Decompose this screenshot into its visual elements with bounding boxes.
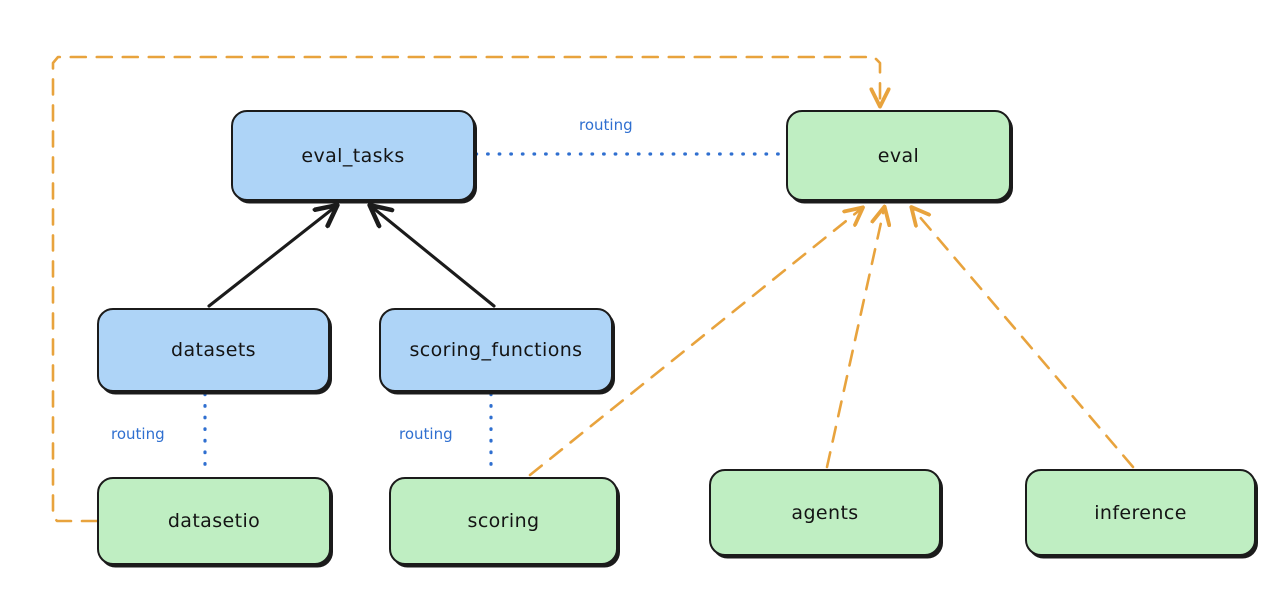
edge-scoring_functions-to-eval_tasks — [372, 207, 496, 308]
node-inference[interactable]: inference — [1025, 469, 1256, 556]
node-label-datasets: datasets — [171, 339, 256, 361]
edge-inference-to-eval — [913, 209, 1135, 469]
node-label-datasetio: datasetio — [167, 510, 261, 532]
node-scoring[interactable]: scoring — [389, 477, 618, 565]
node-label-inference: inference — [1094, 501, 1187, 524]
edge-label-routing-eval_tasks-eval: routing — [579, 116, 633, 134]
node-eval[interactable]: eval — [786, 110, 1011, 201]
node-label-scoring: scoring — [467, 510, 540, 532]
node-eval_tasks[interactable]: eval_tasks — [231, 110, 475, 201]
node-agents[interactable]: agents — [709, 469, 941, 556]
edge-datasets-to-eval_tasks — [207, 207, 335, 308]
edge-agents-to-eval — [825, 209, 884, 469]
node-scoring_functions[interactable]: scoring_functions — [379, 308, 613, 392]
node-datasets[interactable]: datasets — [97, 308, 330, 392]
edge-label-routing-datasets-datasetio: routing — [111, 425, 165, 443]
node-label-eval: eval — [877, 144, 920, 167]
node-datasetio[interactable]: datasetio — [97, 477, 331, 565]
node-label-eval_tasks: eval_tasks — [301, 144, 405, 167]
edge-label-routing-scoring_functions-scoring: routing — [399, 425, 453, 443]
node-label-agents: agents — [791, 501, 859, 524]
node-label-scoring_functions: scoring_functions — [409, 339, 583, 361]
